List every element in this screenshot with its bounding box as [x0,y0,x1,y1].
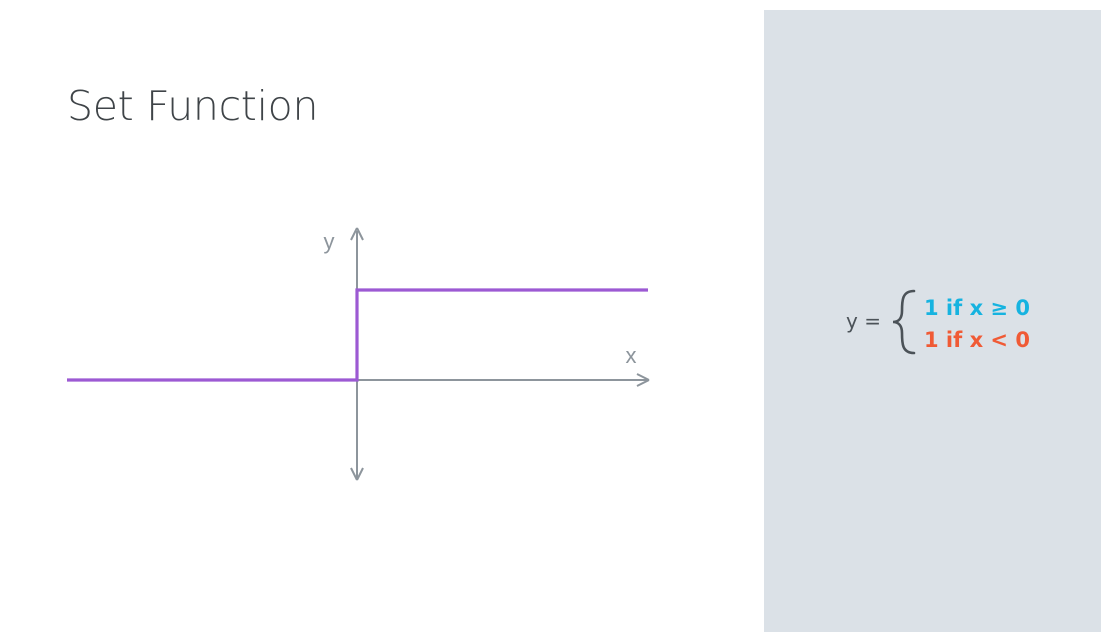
x-axis [357,373,650,387]
y-axis-label: y [324,229,335,254]
case-positive: 1 if x ≥ 0 [924,296,1030,320]
case-negative: 1 if x < 0 [924,328,1030,352]
slide-title: Set Function [67,82,319,130]
formula-lhs: y = [846,309,881,333]
formula-panel [764,10,1101,632]
step-line [67,288,648,382]
curly-brace-icon [892,289,916,355]
x-axis-label: x [626,343,637,368]
step-function-graph: y x [67,227,650,481]
piecewise-formula: y = 1 if x ≥ 0 1 if x < 0 [846,287,1076,359]
